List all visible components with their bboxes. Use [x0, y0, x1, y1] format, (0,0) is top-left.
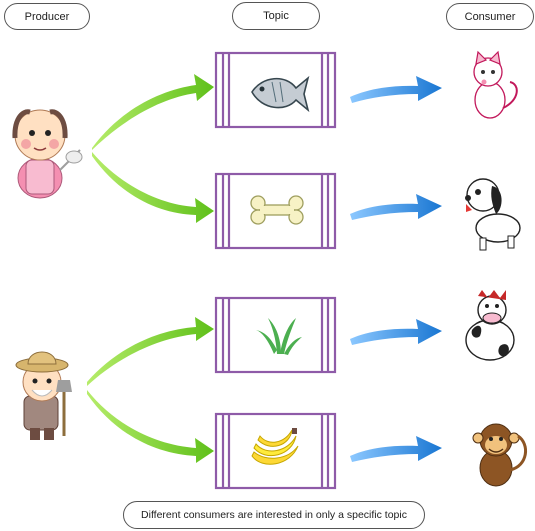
monkey-icon: [472, 423, 527, 487]
arrow-fish-to-cat: [350, 76, 442, 103]
arrow-producer1-to-fish: [92, 74, 214, 150]
topic-box-grass: [214, 296, 337, 374]
banana-icon: [251, 428, 299, 465]
topic-box-bone: [214, 172, 337, 250]
consumer-header: Consumer: [446, 3, 534, 30]
arrow-producer2-to-grass: [87, 317, 214, 386]
arrow-producer1-to-bone: [92, 152, 214, 223]
arrow-banana-to-monkey: [350, 436, 442, 462]
grass-icon: [256, 318, 302, 355]
consumer-arrows: [350, 76, 442, 462]
producer-header: Producer: [4, 3, 90, 30]
bone-icon: [250, 195, 304, 225]
topic-boxes: [214, 51, 337, 490]
producer-arrows: [87, 74, 214, 463]
topic-header: Topic: [232, 2, 320, 30]
arrow-bone-to-dog: [350, 194, 442, 220]
cow-icon: [465, 290, 515, 361]
arrow-producer2-to-banana: [87, 390, 214, 463]
caption-label: Different consumers are interested in on…: [123, 501, 425, 529]
old-man-chef-icon: [12, 109, 83, 199]
cat-icon: [473, 50, 518, 119]
farmer-icon: [15, 351, 72, 440]
dog-icon: [465, 178, 521, 251]
arrow-grass-to-cow: [350, 319, 442, 345]
fish-icon: [251, 75, 310, 113]
